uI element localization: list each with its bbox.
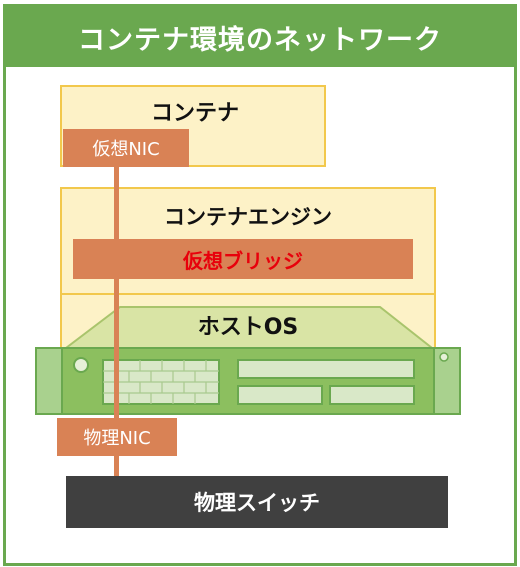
physical-nic: 物理NIC: [57, 418, 177, 456]
host-os-label: ホストOS: [197, 315, 299, 340]
network-connection-line: [114, 150, 119, 480]
container-engine-label: コンテナエンジン: [164, 205, 332, 229]
container-label: コンテナ: [150, 101, 239, 126]
virtual-bridge-label: 仮想ブリッジ: [183, 248, 303, 273]
physical-switch: 物理スイッチ: [66, 476, 448, 528]
physical-switch-label: 物理スイッチ: [194, 491, 320, 515]
diagram-title: コンテナ環境のネットワーク: [6, 7, 514, 67]
physical-nic-label: 物理NIC: [83, 428, 151, 449]
virtual-bridge: 仮想ブリッジ: [73, 239, 413, 279]
virtual-nic: 仮想NIC: [63, 129, 189, 167]
virtual-nic-label: 仮想NIC: [92, 139, 160, 160]
